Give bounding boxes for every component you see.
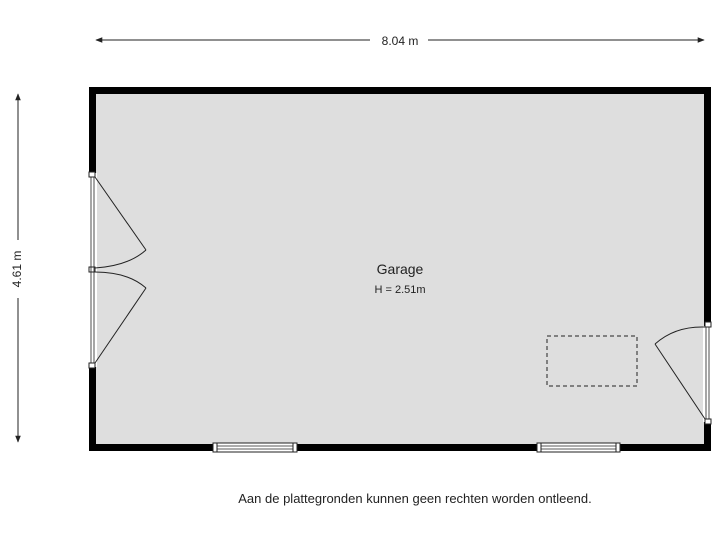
dashed-overhead-outline (546, 335, 638, 387)
room-floor (93, 91, 707, 447)
window-bottom-right (536, 442, 621, 453)
width-dimension-label: 8.04 m (382, 34, 419, 48)
height-dimension: 4.61 m (10, 93, 24, 443)
height-dimension-label: 4.61 m (10, 251, 24, 288)
room-name: Garage (377, 261, 424, 277)
door-right (654, 321, 712, 425)
room-height: H = 2.51m (374, 284, 425, 296)
window-bottom-left (212, 442, 298, 453)
disclaimer-text: Aan de plattegronden kunnen geen rechten… (238, 491, 592, 506)
width-dimension: 8.04 m (95, 34, 705, 48)
double-door-left (88, 171, 147, 369)
